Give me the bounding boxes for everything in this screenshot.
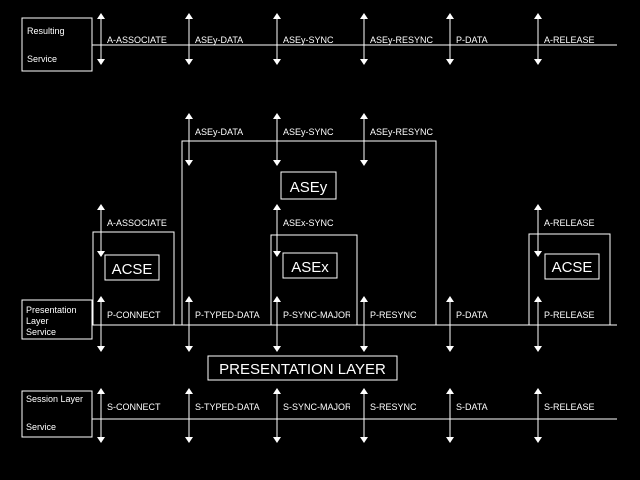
primitive-label: P-DATA	[456, 35, 488, 45]
primitive-label: A-ASSOCIATE	[107, 35, 167, 45]
resulting-primitive-asey-resync: ASEy-RESYNC	[360, 13, 434, 65]
session-primitive-s-data: S-DATA	[446, 388, 488, 443]
session-service-band: Session Layer Service S-CONNECT S-TYPED-…	[21, 388, 617, 443]
presentation-primitive-p-connect: P-CONNECT	[97, 296, 161, 352]
asey-title-box	[280, 171, 337, 200]
acse-left-title-box	[104, 254, 160, 281]
acse-right-title: ACSE	[552, 259, 593, 276]
resulting-primitive-p-data: P-DATA	[446, 13, 488, 65]
primitive-label: P-DATA	[456, 310, 488, 320]
resulting-service-title: Resulting	[27, 26, 65, 36]
resulting-primitive-a-release: A-RELEASE	[534, 13, 595, 65]
primitive-label: S-RELEASE	[544, 402, 595, 412]
primitive-label: P-SYNC-MAJOR	[283, 310, 352, 320]
acse-left-title: ACSE	[112, 261, 153, 278]
asex-block: ASEx ASEx-SYNC	[270, 204, 358, 326]
asey-primitive-data: ASEy-DATA	[185, 113, 243, 166]
asey-primitive-sync: ASEy-SYNC	[273, 113, 334, 166]
presentation-service-band: Presentation Layer Service P-CONNECT P-T…	[21, 296, 617, 352]
presentation-primitive-p-release: P-RELEASE	[534, 296, 595, 352]
asex-title-box	[282, 252, 338, 279]
acse-left-block: ACSE A-ASSOCIATE	[92, 204, 175, 326]
primitive-label: ASEy-DATA	[195, 35, 243, 45]
presentation-primitive-p-sync-major: P-SYNC-MAJOR	[273, 296, 352, 352]
presentation-layer-box	[207, 355, 398, 381]
primitive-label: S-RESYNC	[370, 402, 417, 412]
primitive-label: ASEy-RESYNC	[370, 127, 434, 137]
asex-primitive: ASEx-SYNC	[283, 218, 334, 228]
presentation-primitive-p-typed-data: P-TYPED-DATA	[185, 296, 260, 352]
asey-block: ASEy ASEy-DATA ASEy-SYNC ASEy-RESYNC	[181, 113, 437, 326]
primitive-label: ASEy-SYNC	[283, 35, 334, 45]
acse-right-block: ACSE A-RELEASE	[528, 204, 611, 326]
asey-title: ASEy	[290, 179, 328, 196]
session-service-box	[21, 390, 93, 438]
resulting-primitive-asey-data: ASEy-DATA	[185, 13, 243, 65]
primitive-label: P-TYPED-DATA	[195, 310, 260, 320]
session-primitive-s-sync-major: S-SYNC-MAJOR	[273, 388, 352, 443]
presentation-service-subtitle: Service	[26, 327, 56, 337]
presentation-layer-title: PRESENTATION LAYER	[219, 361, 386, 378]
primitive-label: ASEy-SYNC	[283, 127, 334, 137]
acse-left-primitive: A-ASSOCIATE	[107, 218, 167, 228]
presentation-service-title-line2: Layer	[26, 316, 49, 326]
primitive-label: S-DATA	[456, 402, 488, 412]
acse-right-primitive: A-RELEASE	[544, 218, 595, 228]
session-primitive-s-connect: S-CONNECT	[97, 388, 161, 443]
asey-outer-box	[181, 140, 437, 326]
session-service-title: Session Layer	[26, 394, 83, 404]
presentation-primitive-p-data: P-DATA	[446, 296, 488, 352]
session-service-subtitle: Service	[26, 422, 56, 432]
acse-right-title-box	[544, 253, 600, 280]
primitive-label: S-CONNECT	[107, 402, 161, 412]
resulting-primitive-a-associate: A-ASSOCIATE	[97, 13, 167, 65]
resulting-service-band: Resulting Service A-ASSOCIATE ASEy-DATA …	[21, 13, 617, 72]
primitive-label: P-CONNECT	[107, 310, 161, 320]
primitive-label: S-SYNC-MAJOR	[283, 402, 352, 412]
primitive-label: P-RESYNC	[370, 310, 417, 320]
primitive-label: A-RELEASE	[544, 35, 595, 45]
primitive-label: P-RELEASE	[544, 310, 595, 320]
presentation-service-title: Presentation	[26, 305, 77, 315]
resulting-primitive-asey-sync: ASEy-SYNC	[273, 13, 334, 65]
session-primitive-s-release: S-RELEASE	[534, 388, 595, 443]
presentation-layer-label-group: PRESENTATION LAYER	[207, 355, 398, 381]
primitive-label: ASEy-RESYNC	[370, 35, 434, 45]
primitive-label: S-TYPED-DATA	[195, 402, 260, 412]
asex-title: ASEx	[291, 259, 329, 276]
resulting-service-subtitle: Service	[27, 54, 57, 64]
presentation-primitive-p-resync: P-RESYNC	[360, 296, 417, 352]
session-primitive-s-resync: S-RESYNC	[360, 388, 417, 443]
asey-primitive-resync: ASEy-RESYNC	[360, 113, 434, 166]
presentation-service-box	[21, 299, 93, 340]
primitive-label: ASEy-DATA	[195, 127, 243, 137]
session-primitive-s-typed-data: S-TYPED-DATA	[185, 388, 260, 443]
